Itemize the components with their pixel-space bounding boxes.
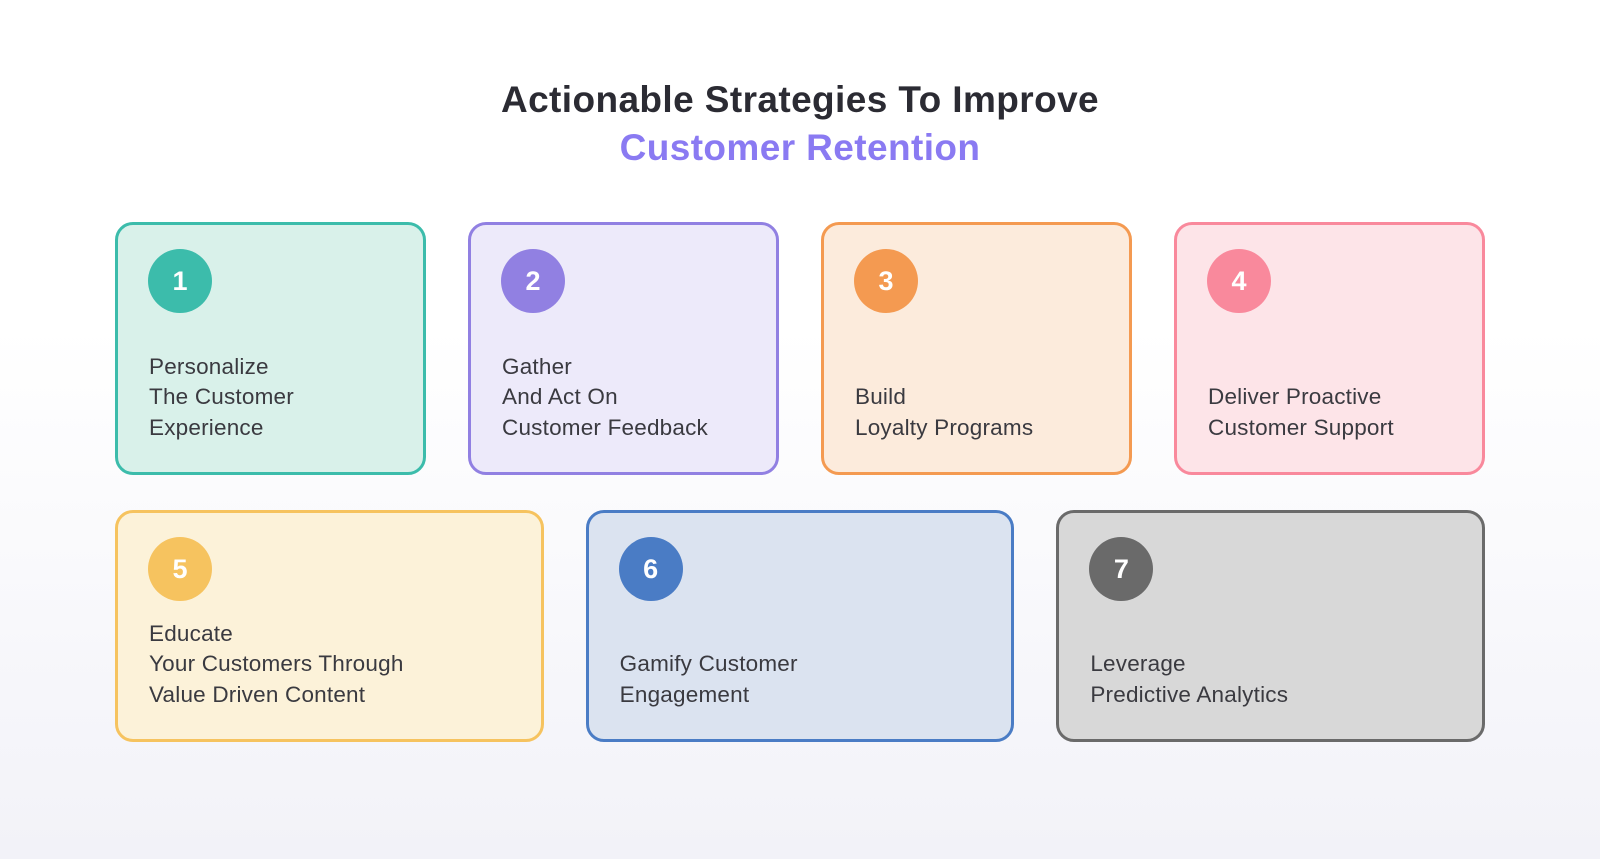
step-5-number: 5 — [172, 553, 188, 584]
strategy-7-label: Leverage Predictive Analytics — [1090, 651, 1289, 708]
page-header: Actionable Strategies To Improve Custome… — [0, 0, 1600, 172]
step-6-number: 6 — [643, 553, 659, 584]
step-4-number: 4 — [1231, 265, 1247, 296]
card-row-2: 5 Educate Your Customers Through Value D… — [115, 510, 1486, 742]
step-1-number-badge: 1 — [148, 249, 212, 313]
strategy-3-label: Build Loyalty Programs — [855, 384, 1034, 441]
strategy-card-grid: 1 Personalize The Customer Experience 2 … — [115, 222, 1486, 742]
step-5-number-badge: 5 — [148, 537, 212, 601]
strategy-6-label: Gamify Customer Engagement — [619, 651, 798, 708]
strategy-card-6: 6 Gamify Customer Engagement — [585, 510, 1015, 742]
strategy-card-2: 2 Gather And Act On Customer Feedback — [468, 222, 779, 475]
step-7-number: 7 — [1113, 553, 1129, 584]
step-1-number: 1 — [172, 265, 188, 296]
step-3-number-badge: 3 — [854, 249, 918, 313]
strategy-2-label: Gather And Act On Customer Feedback — [502, 353, 708, 441]
strategy-card-1: 1 Personalize The Customer Experience — [115, 222, 426, 475]
step-7-number-badge: 7 — [1089, 537, 1154, 601]
strategy-card-7: 7 Leverage Predictive Analytics — [1056, 510, 1486, 742]
strategy-card-5: 5 Educate Your Customers Through Value D… — [115, 510, 544, 742]
step-6-number-badge: 6 — [618, 537, 683, 601]
page-title-line1: Actionable Strategies To Improve — [500, 79, 1100, 120]
strategy-4-label: Deliver Proactive Customer Support — [1208, 384, 1394, 441]
step-3-number: 3 — [878, 265, 894, 296]
strategy-5-label: Educate Your Customers Through Value Dri… — [149, 620, 404, 708]
step-2-number: 2 — [525, 265, 541, 296]
card-row-1: 1 Personalize The Customer Experience 2 … — [115, 222, 1485, 475]
step-2-number-badge: 2 — [501, 249, 565, 313]
page-title-line2: Customer Retention — [619, 127, 981, 168]
strategy-card-3: 3 Build Loyalty Programs — [821, 222, 1132, 475]
step-4-number-badge: 4 — [1207, 249, 1271, 313]
strategy-1-label: Personalize The Customer Experience — [149, 353, 294, 441]
strategy-card-4: 4 Deliver Proactive Customer Support — [1174, 222, 1485, 475]
